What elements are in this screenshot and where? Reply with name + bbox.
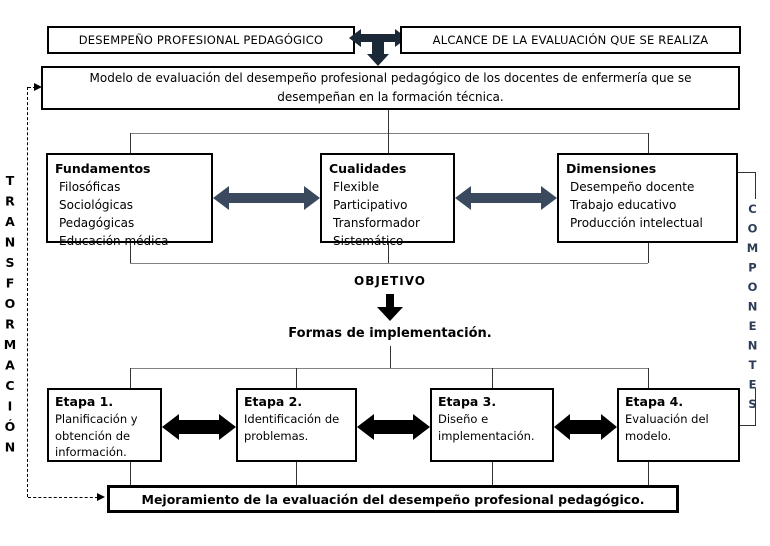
dimensiones-title: Dimensiones <box>566 161 657 176</box>
cualidades-item: Sistemático <box>333 234 404 248</box>
stem-modelo-down <box>388 110 389 133</box>
cualidades-item: Transformador <box>333 216 420 230</box>
fundamentos-item: Pedagógicas <box>59 216 135 230</box>
cualidades-item: Flexible <box>333 180 380 194</box>
dashed-arrowhead-bottom-icon <box>97 493 105 501</box>
stem-etapa1-bottom <box>130 462 131 485</box>
etapa4-title: Etapa 4. <box>625 394 684 409</box>
etapa4-body: Evaluación del modelo. <box>625 412 709 443</box>
stem-etapa2-top <box>296 368 297 388</box>
box-cualidades: Cualidades Flexible Participativo Transf… <box>320 153 455 248</box>
stem-fundamentos-top <box>130 133 131 153</box>
bracket-etapas-top <box>130 368 648 369</box>
componentes-vertical-label: COMPONENTES <box>745 202 760 417</box>
fundamentos-item: Sociológicas <box>59 198 134 212</box>
cualidades-item: Participativo <box>333 198 408 212</box>
box-etapa-4: Etapa 4. Evaluación del modelo. <box>617 388 740 462</box>
etapa3-title: Etapa 3. <box>438 394 497 409</box>
double-arrow-fundamentos-cualidades-icon <box>213 186 320 210</box>
fundamentos-item: Filosóficas <box>59 180 121 194</box>
etapa3-body: Diseño e implementación. <box>438 412 535 443</box>
components-bracket-bottom-h <box>740 425 756 426</box>
modelo-label: Modelo de evaluación del desempeño profe… <box>89 71 692 104</box>
dimensiones-item: Desempeño docente <box>570 180 695 194</box>
etapa2-title: Etapa 2. <box>244 394 303 409</box>
bracket-components-top <box>130 133 648 134</box>
box-fundamentos: Fundamentos Filosóficas Sociológicas Ped… <box>46 153 213 248</box>
box-etapa-1: Etapa 1. Planificación y obtención de in… <box>47 388 162 462</box>
fundamentos-item: Educación médica <box>59 234 169 248</box>
dashed-line-vertical <box>27 87 28 497</box>
formas-label: Formas de implementación. <box>288 326 492 341</box>
box-alcance-evaluacion: ALCANCE DE LA EVALUACIÓN QUE SE REALIZA <box>400 26 741 54</box>
dashed-arrowhead-top-icon <box>34 83 42 91</box>
double-arrow-etapa2-etapa3-icon <box>357 414 430 440</box>
stem-etapa4-bottom <box>648 462 649 485</box>
stem-etapa4-top <box>648 368 649 388</box>
components-bracket-top-v <box>755 172 756 199</box>
fundamentos-title: Fundamentos <box>55 161 151 176</box>
stem-dimensiones-bottom <box>648 243 649 263</box>
dashed-line-top <box>28 87 36 88</box>
stem-cualidades-top <box>388 133 389 153</box>
dimensiones-item: Producción intelectual <box>570 216 703 230</box>
box-dimensiones: Dimensiones Desempeño docente Trabajo ed… <box>557 153 738 243</box>
dashed-line-bottom <box>28 497 98 498</box>
etapa2-body: Identificación de problemas. <box>244 412 340 443</box>
stem-formas-down <box>390 346 391 368</box>
components-bracket-top-h <box>738 172 755 173</box>
box-etapa-2: Etapa 2. Identificación de problemas. <box>236 388 357 462</box>
stem-dimensiones-top <box>648 133 649 153</box>
box-mejoramiento: Mejoramiento de la evaluación del desemp… <box>107 485 679 513</box>
down-arrow-icon <box>377 294 403 321</box>
stem-etapa2-bottom <box>296 462 297 485</box>
etapa1-title: Etapa 1. <box>55 394 114 409</box>
etapa1-body: Planificación y obtención de información… <box>55 412 138 459</box>
stem-etapa3-bottom <box>492 462 493 485</box>
alcance-label: ALCANCE DE LA EVALUACIÓN QUE SE REALIZA <box>432 33 709 47</box>
box-desempeno-profesional: DESEMPEÑO PROFESIONAL PEDAGÓGICO <box>47 26 355 54</box>
dimensiones-item: Trabajo educativo <box>570 198 677 212</box>
desempeno-label: DESEMPEÑO PROFESIONAL PEDAGÓGICO <box>78 33 324 47</box>
box-etapa-3: Etapa 3. Diseño e implementación. <box>430 388 554 462</box>
cualidades-title: Cualidades <box>329 161 407 176</box>
stem-cualidades-bottom <box>388 243 389 263</box>
stem-etapa3-top <box>492 368 493 388</box>
transformacion-vertical-label: TRANSFORMACIÓN <box>2 173 18 460</box>
double-arrow-cualidades-dimensiones-icon <box>455 186 557 210</box>
stem-fundamentos-bottom <box>130 243 131 263</box>
double-arrow-etapa1-etapa2-icon <box>162 414 236 440</box>
mejoramiento-label: Mejoramiento de la evaluación del desemp… <box>141 491 645 507</box>
t-shaped-double-arrow-icon <box>349 29 407 66</box>
double-arrow-etapa3-etapa4-icon <box>554 414 617 440</box>
components-bracket-bottom-v <box>755 388 756 425</box>
objetivo-label: OBJETIVO <box>354 274 426 288</box>
stem-etapa1-top <box>130 368 131 388</box>
box-modelo-evaluacion: Modelo de evaluación del desempeño profe… <box>41 66 740 110</box>
bracket-components-bottom <box>130 263 648 264</box>
